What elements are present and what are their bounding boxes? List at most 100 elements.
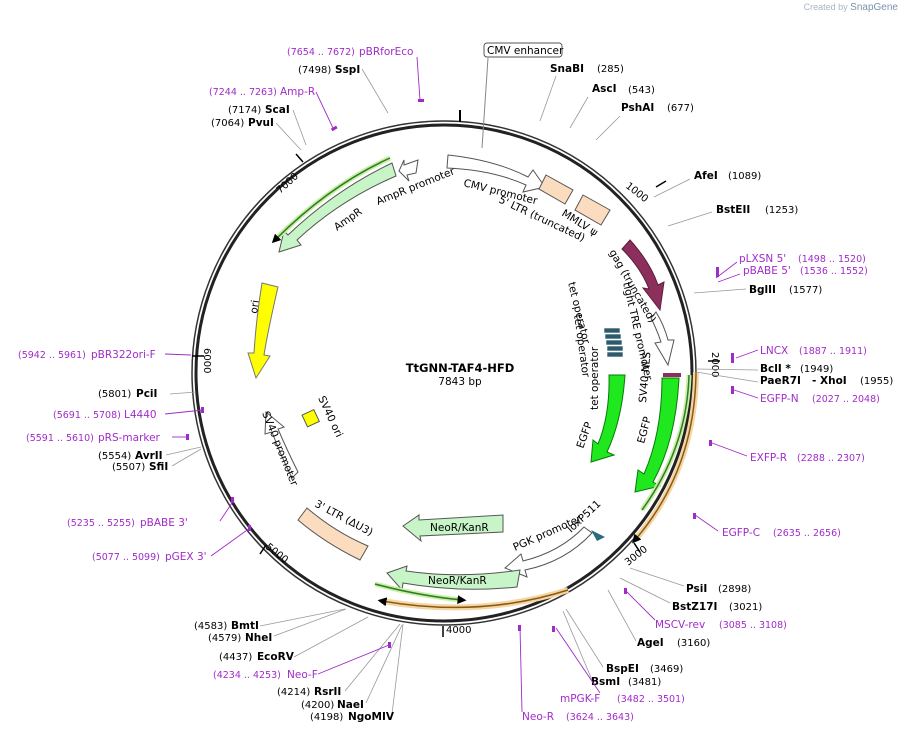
primer-l4440[interactable]: L4440 <box>124 409 157 421</box>
primer-pbr322orif-range: (5942 .. 5961) <box>18 350 86 361</box>
primer-lncx-range: (1887 .. 1911) <box>799 346 867 357</box>
tick-label-5000: 5000 <box>263 542 290 566</box>
loxp-arrow[interactable] <box>591 530 605 541</box>
enzyme-naei-pos: (4200) <box>301 700 334 711</box>
primer-lncx[interactable]: LNCX <box>760 345 788 357</box>
enzyme-paer7i[interactable]: PaeR7I <box>760 375 801 387</box>
primer-egfpc[interactable]: EGFP-C <box>722 527 760 539</box>
enzyme-pcii-pos: (5801) <box>98 389 131 400</box>
pgk-arrow[interactable] <box>504 526 593 578</box>
enzyme-bsteii[interactable]: BstEII <box>716 204 750 216</box>
enzyme-avrii[interactable]: AvrII <box>135 450 163 462</box>
enzyme-sfii-pos: (5507) <box>112 462 145 473</box>
sv40-nls-box[interactable] <box>663 373 681 377</box>
enzyme-bspei[interactable]: BspEI <box>606 663 639 675</box>
primer-ampr[interactable]: Amp-R <box>280 86 315 98</box>
enzyme-bsmi-pos: (3481) <box>628 677 661 688</box>
enzyme-pcii[interactable]: PciI <box>136 388 157 400</box>
enzyme-nhei-pos: (4579) <box>208 633 241 644</box>
ampr-arrow[interactable] <box>278 162 397 253</box>
plasmid-length: 7843 bp <box>438 376 482 388</box>
enzyme-bstz17i[interactable]: BstZ17I <box>672 601 717 613</box>
primer-egfpc-range: (2635 .. 2656) <box>773 528 841 539</box>
enzyme-psii[interactable]: PsiI <box>686 583 707 595</box>
primer-pbrforeco[interactable]: pBRforEco <box>359 46 413 58</box>
primer-neor-range: (3624 .. 3643) <box>566 712 634 723</box>
enzyme-rsrii[interactable]: RsrII <box>314 686 341 698</box>
enzyme-xhoi[interactable]: - XhoI <box>812 375 847 387</box>
neo2-label: NeoR/KanR <box>428 575 487 587</box>
primer-pbrforeco-range: (7654 .. 7672) <box>287 47 355 58</box>
enzyme-leader-lines <box>165 68 759 715</box>
primer-mscvrev[interactable]: MSCV-rev <box>655 619 705 631</box>
enzyme-asci-pos: (543) <box>628 85 655 96</box>
enzyme-nhei[interactable]: NheI <box>245 632 272 644</box>
enzyme-snabi-pos: (285) <box>597 64 624 75</box>
primer-pbabe5-range: (1536 .. 1552) <box>800 266 868 277</box>
enzyme-scai[interactable]: ScaI <box>265 104 290 116</box>
primer-mpgkf[interactable]: mPGK-F <box>560 693 600 705</box>
enzyme-bglii[interactable]: BglII <box>749 284 776 296</box>
ori-arrow[interactable] <box>247 282 279 380</box>
enzyme-afei[interactable]: AfeI <box>694 170 718 182</box>
cmv-promoter-arrow[interactable] <box>446 154 546 193</box>
sv40-ori-box[interactable] <box>301 408 320 428</box>
sv40p-label: SV40 promoter <box>259 410 300 489</box>
primer-l4440-range: (5691 .. 5708) <box>53 410 121 421</box>
orf-green-3[interactable] <box>271 157 391 244</box>
egfp-arrow-1[interactable] <box>590 374 626 463</box>
primer-pbabe3[interactable]: pBABE 3' <box>140 517 188 529</box>
tet-operators[interactable] <box>603 327 624 358</box>
enzyme-naei[interactable]: NaeI <box>337 699 364 711</box>
primer-exfpr[interactable]: EXFP-R <box>750 452 787 464</box>
enzyme-snabi[interactable]: SnaBI <box>550 63 584 75</box>
enzyme-ngomiv-pos: (4198) <box>310 712 343 723</box>
enzyme-bcli-pos: (1949) <box>800 364 833 375</box>
mmlv-box[interactable] <box>574 194 611 226</box>
enzyme-pvui[interactable]: PvuI <box>248 117 274 129</box>
sv40-promoter-arrow[interactable] <box>264 410 299 479</box>
ampr-label: AmpR <box>332 206 365 234</box>
enzyme-bspei-pos: (3469) <box>650 664 683 675</box>
gag-arrow[interactable] <box>621 239 665 312</box>
primer-prsmarker-range: (5591 .. 5610) <box>26 433 94 444</box>
primer-pbabe5[interactable]: pBABE 5' <box>743 265 791 277</box>
enzyme-psii-pos: (2898) <box>718 584 751 595</box>
enzyme-ecorv[interactable]: EcoRV <box>257 651 295 663</box>
enzyme-bcli[interactable]: BclI * <box>760 363 791 375</box>
neo-arrow-2[interactable] <box>386 565 521 592</box>
enzyme-rsrii-pos: (4214) <box>277 687 310 698</box>
enzyme-bsmi[interactable]: BsmI <box>591 676 620 688</box>
backbone-inner <box>194 123 694 623</box>
enzyme-bstz17i-pos: (3021) <box>729 602 762 613</box>
primer-pbr322orif[interactable]: pBR322ori-F <box>91 349 156 361</box>
primer-pbabe3-range: (5235 .. 5255) <box>67 518 135 529</box>
primer-prsmarker[interactable]: pRS-marker <box>98 432 161 444</box>
primer-plxsn[interactable]: pLXSN 5' <box>739 253 786 265</box>
primer-neor[interactable]: Neo-R <box>522 711 554 723</box>
tre-arrow[interactable] <box>650 311 675 367</box>
primer-neof[interactable]: Neo-F <box>287 669 318 681</box>
primer-leader-lines <box>164 56 759 713</box>
enzyme-ngomiv[interactable]: NgoMIV <box>348 711 395 723</box>
enzyme-sfii[interactable]: SfiI <box>149 461 168 473</box>
enzyme-ecorv-pos: (4437) <box>219 652 252 663</box>
enzyme-bmti[interactable]: BmtI <box>231 620 259 632</box>
enzyme-agei[interactable]: AgeI <box>637 637 664 649</box>
neo-arrow-1[interactable] <box>402 514 504 543</box>
tick-label-4000: 4000 <box>446 625 471 636</box>
enzyme-pvui-pos: (7064) <box>211 118 244 129</box>
ltr3-box[interactable] <box>297 507 369 561</box>
primer-egfpn[interactable]: EGFP-N <box>760 393 799 405</box>
ampr-promoter-arrow[interactable] <box>398 159 419 182</box>
enzyme-asci[interactable]: AscI <box>592 83 617 95</box>
enzyme-scai-pos: (7174) <box>228 105 261 116</box>
enzyme-bsteii-pos: (1253) <box>765 205 798 216</box>
plasmid-name: TtGNN-TAF4-HFD <box>406 361 515 375</box>
enzyme-pshai[interactable]: PshAI <box>621 102 654 114</box>
primer-pgex3[interactable]: pGEX 3' <box>165 551 207 563</box>
enzyme-sspi[interactable]: SspI <box>335 64 360 76</box>
ltr5-box[interactable] <box>538 174 574 205</box>
enzyme-paer7i-pos: (1955) <box>860 376 893 387</box>
enzyme-afei-pos: (1089) <box>728 171 761 182</box>
